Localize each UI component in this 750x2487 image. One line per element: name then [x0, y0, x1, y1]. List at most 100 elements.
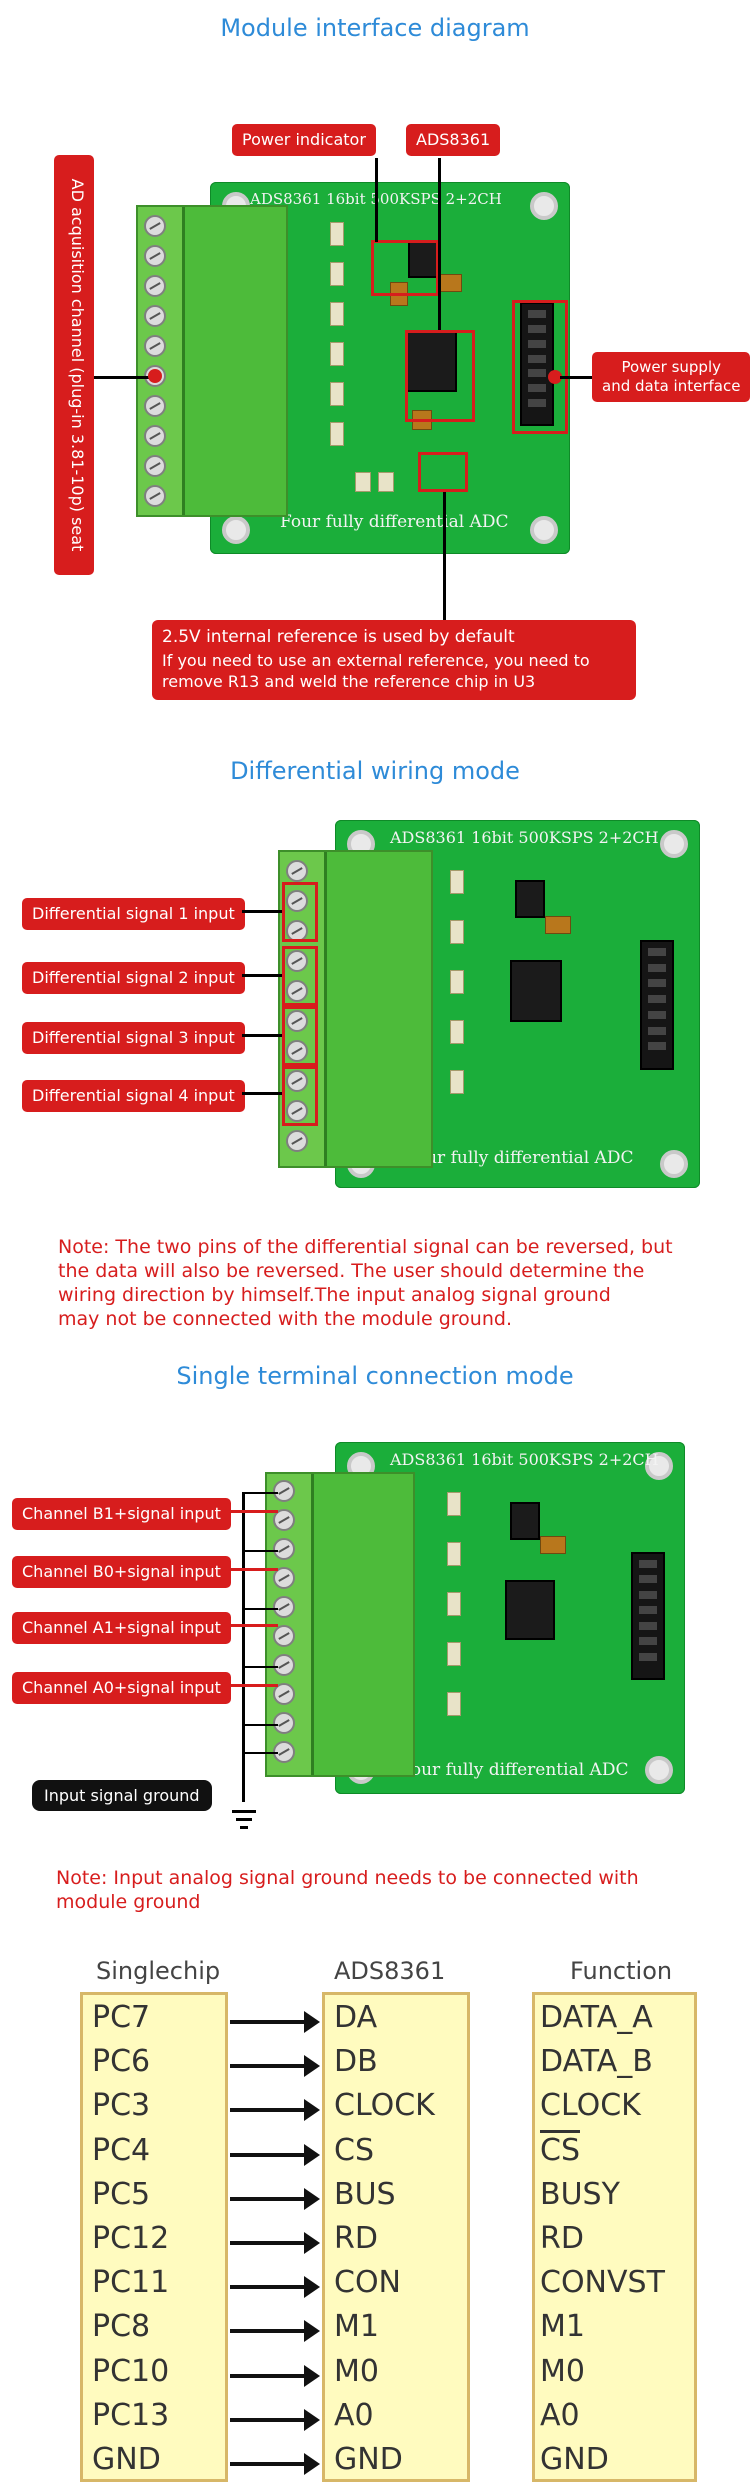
adc-pin-label: RD — [334, 2221, 378, 2256]
connection-arrow — [230, 2453, 320, 2475]
terminal-housing — [182, 207, 286, 515]
ground-symbol — [240, 1826, 248, 1829]
smd-part — [447, 1592, 461, 1616]
terminal-screw — [273, 1712, 295, 1734]
header-pin — [528, 339, 546, 348]
mcu-pin-label: GND — [92, 2442, 161, 2477]
smd-part — [330, 262, 344, 286]
terminal-screw — [286, 1010, 308, 1032]
leader-line — [242, 974, 282, 977]
mcu-pin-label: PC6 — [92, 2044, 151, 2080]
board-silk-label: ADS8361 16bit 500KSPS 2+2CH — [390, 828, 659, 847]
pin-header — [631, 1552, 665, 1680]
function-label: CS — [540, 2132, 580, 2168]
function-label: A0 — [540, 2397, 580, 2433]
terminal-screw — [286, 980, 308, 1002]
connection-arrow — [230, 2276, 320, 2299]
header-pin — [528, 324, 546, 333]
terminal-screw — [273, 1596, 295, 1618]
smd-part — [450, 870, 464, 894]
board-silk-footer: Four fully differential ADC — [280, 512, 509, 532]
leader-line — [242, 910, 282, 913]
connection-arrow — [230, 2099, 320, 2122]
marker-dot — [548, 370, 562, 384]
note-diff-line1: Note: The two pins of the differential s… — [58, 1236, 673, 1258]
function-label: CONVST — [540, 2265, 665, 2301]
header-pin — [648, 948, 666, 956]
mount-hole — [645, 1756, 673, 1784]
tag-channel: AD acquisition channel (plug-in 3.81-10p… — [68, 178, 87, 552]
ground-wire — [242, 1752, 278, 1754]
connection-arrow — [230, 2011, 320, 2033]
leader-line — [438, 158, 441, 330]
note-reference-line2: If you need to use an external reference… — [162, 651, 590, 670]
note-ground-line1: Note: Input analog signal ground needs t… — [56, 1867, 639, 1889]
adc-pin-label: M1 — [334, 2309, 379, 2345]
section2-title: Differential wiring mode — [230, 757, 520, 785]
diff-pair-box — [282, 882, 318, 942]
adc-pin-label: M0 — [334, 2353, 379, 2389]
function-label: M0 — [540, 2353, 585, 2389]
adc-chip — [505, 1580, 555, 1640]
note-reference-line3: remove R13 and weld the reference chip i… — [162, 672, 536, 691]
tag-diff-signal-3: Differential signal 3 input — [22, 1022, 245, 1054]
header-pin — [639, 1637, 657, 1646]
terminal-screw — [144, 335, 166, 357]
ground-wire — [242, 1492, 278, 1494]
mount-hole — [222, 516, 250, 544]
tag-channel-a1: Channel A1+signal input — [12, 1612, 231, 1644]
signal-wire — [222, 1624, 278, 1627]
terminal-screw — [286, 1130, 308, 1152]
mcu-pin-label: PC8 — [92, 2309, 151, 2345]
function-label: DATA_B — [540, 2044, 653, 2080]
adc-chip-highlight — [405, 330, 475, 422]
terminal-screw — [144, 245, 166, 267]
leader-line — [560, 376, 592, 379]
mount-hole — [645, 1452, 673, 1480]
regulator-chip — [515, 880, 545, 918]
smd-part — [450, 1070, 464, 1094]
tag-channel-b0: Channel B0+signal input — [12, 1556, 231, 1588]
mcu-pin-label: PC7 — [92, 2000, 151, 2035]
adc-pin-label: GND — [334, 2442, 403, 2477]
smd-part — [450, 920, 464, 944]
signal-wire — [222, 1684, 278, 1687]
section3-title: Single terminal connection mode — [176, 1362, 574, 1390]
header-pin — [648, 1026, 666, 1035]
terminal-screw — [286, 950, 308, 972]
note-box-reference — [152, 620, 636, 700]
smd-part — [450, 1020, 464, 1044]
note-diff-line4: may not be connected with the module gro… — [58, 1308, 512, 1330]
header-pin — [648, 979, 666, 988]
terminal-screw — [286, 1100, 308, 1122]
board-silk-footer: Four fully differential ADC — [400, 1760, 629, 1780]
tag-channel-b1: Channel B1+signal input — [12, 1498, 231, 1530]
terminal-block-2 — [278, 850, 433, 1168]
adc-chip — [510, 960, 562, 1022]
ground-bus — [242, 1492, 245, 1802]
note-diff-line3: wiring direction by himself.The input an… — [58, 1284, 611, 1306]
mount-hole — [530, 192, 558, 220]
header-pin — [648, 963, 666, 972]
capacitor — [545, 916, 571, 934]
adc-pin-label: DB — [334, 2044, 378, 2080]
header-pin — [528, 384, 546, 393]
leader-line — [242, 1034, 282, 1037]
header-ads8361: ADS8361 — [334, 1957, 446, 1985]
ground-wire — [242, 1608, 278, 1610]
note-reference-line1: 2.5V internal reference is used by defau… — [162, 627, 515, 647]
capacitor — [540, 1536, 566, 1554]
adc-pin-label: CS — [334, 2132, 374, 2168]
marker-dot — [148, 369, 162, 383]
terminal-screw — [286, 1070, 308, 1092]
diff-pair-box — [282, 1066, 318, 1126]
diff-pair-box — [282, 1006, 318, 1066]
ground-wire — [242, 1550, 278, 1552]
connection-arrow — [230, 2232, 320, 2254]
ground-symbol — [236, 1818, 252, 1821]
smd-part — [330, 342, 344, 366]
terminal-screw — [286, 890, 308, 912]
connection-arrow — [230, 2187, 320, 2210]
pin-header — [520, 302, 554, 426]
tag-diff-signal-4: Differential signal 4 input — [22, 1080, 245, 1112]
